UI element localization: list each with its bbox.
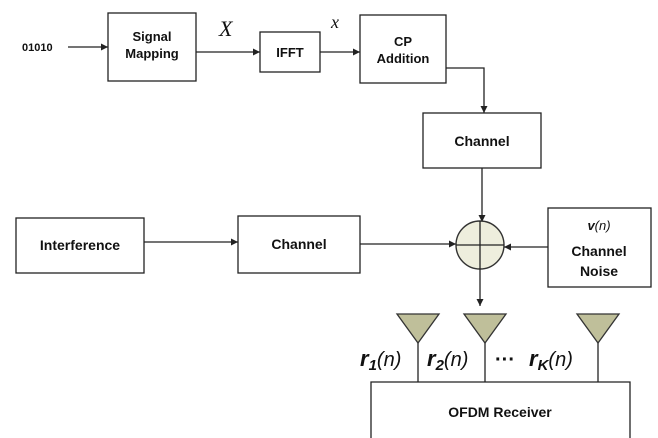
channel-block-interference: Channel [237,215,361,274]
channel-block-main: Channel [422,112,542,169]
received-signal-rk: rK(n) [529,346,573,374]
signal-mapping-label-line1: Signal [132,29,171,44]
cp-addition-label-line1: CP [394,34,412,49]
signal-mapping-label-line2: Mapping [125,46,178,61]
cp-addition-label-line2: Addition [377,51,430,66]
channel-main-label: Channel [454,133,509,149]
ifft-block: IFFT [259,31,321,73]
ofdm-receiver-block: OFDM Receiver [370,381,631,438]
received-signal-r2: r2(n) [427,346,468,374]
channel-interference-label: Channel [271,236,326,252]
signal-X-label: X [218,16,234,41]
noise-variable-label: v(n) [587,218,610,233]
interference-label: Interference [40,237,120,253]
channel-noise-label-line2: Noise [580,263,618,279]
channel-noise-block: v(n) Channel Noise [547,207,652,288]
arrow-cp-to-channel [446,67,488,113]
input-bits-label: 01010 [22,42,53,54]
ifft-label: IFFT [276,45,303,60]
ofdm-receiver-label: OFDM Receiver [448,404,552,420]
antenna-1-icon [395,313,441,382]
summing-junction [455,220,505,270]
received-signal-ellipsis: ··· [495,349,515,371]
cp-addition-block: CP Addition [359,14,447,84]
antenna-k-icon [575,313,621,382]
received-signal-r1: r1(n) [360,346,401,374]
interference-block: Interference [15,217,145,274]
signal-mapping-block: Signal Mapping [107,12,197,82]
signal-x-label: x [330,12,339,32]
channel-noise-label-line1: Channel [571,243,626,259]
antenna-2-icon [462,313,508,382]
